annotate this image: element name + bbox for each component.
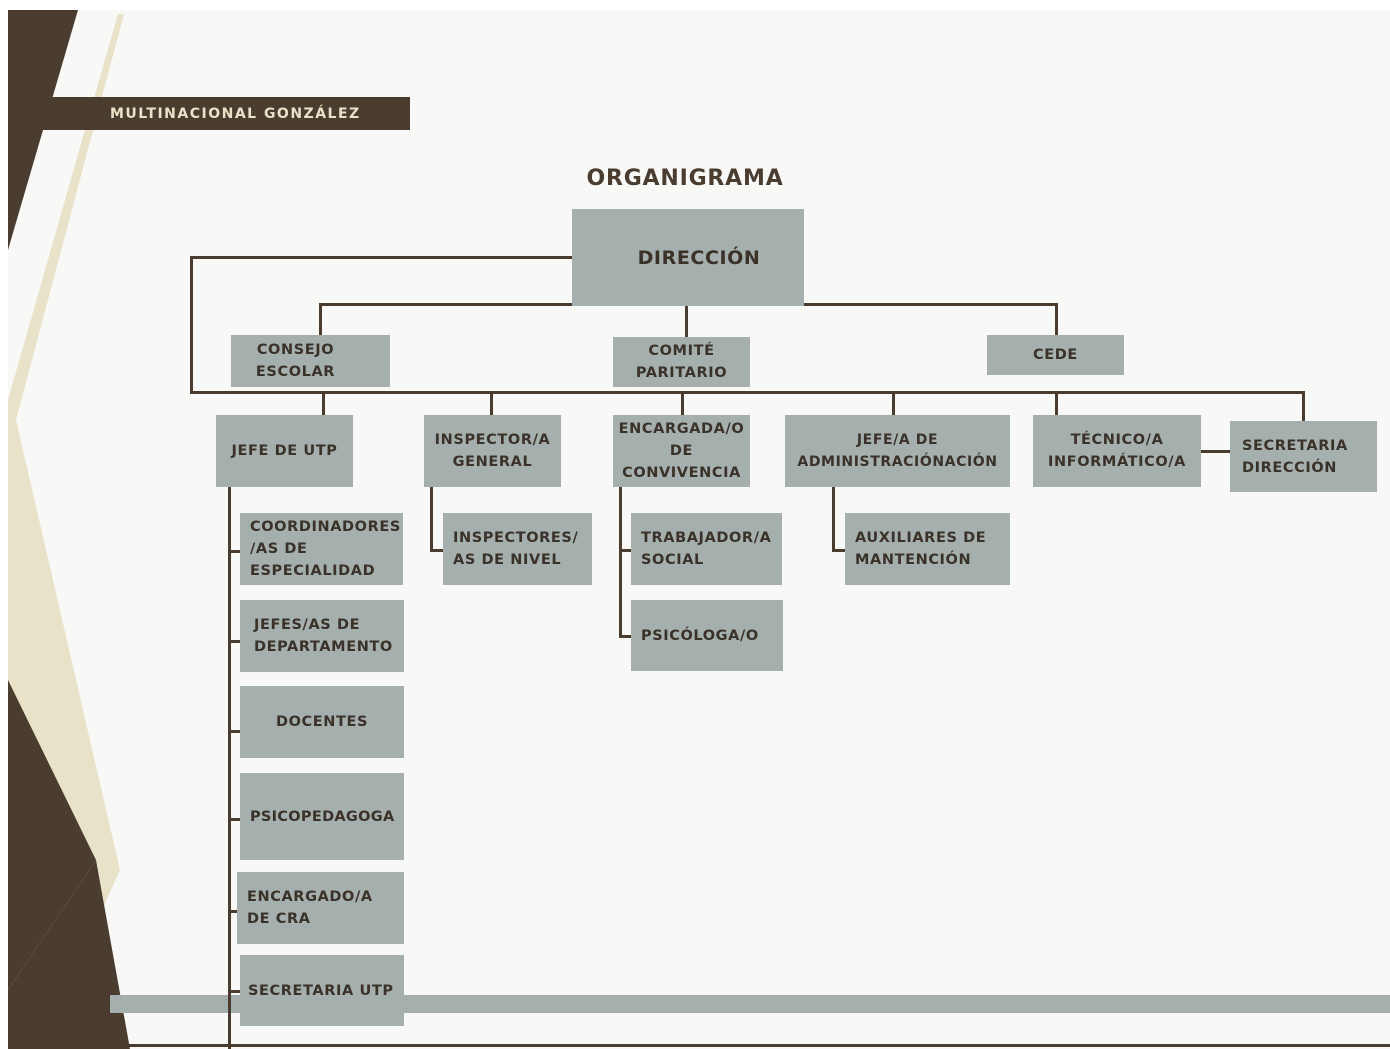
connector-line [228,818,240,821]
connector-line [228,640,240,643]
connector-line [322,391,325,415]
connector-line [685,303,688,337]
connector-line [1055,303,1058,335]
node-consejo-escolar: CONSEJO ESCOLAR [231,335,390,387]
node-label: AUXILIARES DE MANTENCIÓN [855,530,987,568]
node-label: JEFES/AS DE DEPARTAMENTO [254,617,393,655]
node-tecnico-informatico: TÉCNICO/A INFORMÁTICO/A [1033,415,1201,487]
connector-line [319,303,322,335]
node-label: ENCARGADA/O DE CONVIVENCIA [618,421,745,481]
node-label: SECRETARIA DIRECCIÓN [1242,437,1348,476]
node-encargada-convivencia: ENCARGADA/O DE CONVIVENCIA [613,415,750,487]
node-direccion: DIRECCIÓN [572,209,804,306]
connector-line [190,256,193,394]
node-label: ENCARGADO/A DE CRA [247,889,373,927]
connector-line [228,550,240,553]
connector-line [190,391,1305,394]
connector-line [228,486,231,1049]
bottom-band [110,995,1390,1013]
connector-line [490,391,493,415]
connector-line [228,990,240,993]
node-trabajador-social: TRABAJADOR/A SOCIAL [631,513,782,585]
connector-line [1200,450,1230,453]
node-jefe-administracion: JEFE/A DE ADMINISTRACIÓNACIÓN [785,415,1010,487]
node-label: CEDE [1033,347,1078,363]
node-label: SECRETARIA UTP [248,982,394,999]
connector-line [430,486,433,552]
node-jefes-departamento: JEFES/AS DE DEPARTAMENTO [240,600,404,672]
connector-line [619,486,622,638]
node-label: COMITÉ PARITARIO [635,343,728,381]
node-label: DIRECCIÓN [637,246,761,269]
node-psicologa: PSICÓLOGA/O [631,600,783,671]
node-docentes: DOCENTES [240,686,404,758]
node-inspector-general: INSPECTOR/A GENERAL [424,415,561,487]
node-psicopedagoga: PSICOPEDAGOGA [240,773,404,860]
node-label: TÉCNICO/A INFORMÁTICO/A [1047,432,1187,470]
node-label: INSPECTOR/A GENERAL [434,432,551,470]
dark-stripe-corner [8,860,130,1049]
brand-name: MULTINACIONAL GONZÁLEZ [110,105,361,122]
connector-line [228,730,240,733]
connector-line [832,549,845,552]
dark-stripe-top [8,10,78,250]
connector-line [619,549,631,552]
node-secretaria-direccion: SECRETARIA DIRECCIÓN [1230,421,1377,492]
brand-banner: MULTINACIONAL GONZÁLEZ [30,97,410,130]
node-label: PSICÓLOGA/O [641,627,759,644]
bottom-rule [110,1044,1390,1047]
connector-line [832,486,835,552]
connector-line [1055,391,1058,415]
page-title: ORGANIGRAMA [586,166,784,191]
node-label: JEFE DE UTP [231,443,338,459]
node-cede: CEDE [987,335,1124,375]
node-label: TRABAJADOR/A SOCIAL [641,530,772,568]
connector-line [1302,391,1305,421]
node-label: COORDINADORES /AS DE ESPECIALIDAD [250,519,401,579]
connector-line [681,391,684,415]
connector-line [619,635,631,638]
connector-line [892,391,895,415]
node-auxiliares: AUXILIARES DE MANTENCIÓN [845,513,1010,585]
connector-line [190,256,572,259]
node-label: PSICOPEDAGOGA [250,808,395,825]
node-label: CONSEJO ESCOLAR [255,342,336,380]
connector-line [228,910,238,913]
node-secretaria-utp: SECRETARIA UTP [240,955,404,1026]
node-comite-paritario: COMITÉ PARITARIO [613,337,750,387]
node-label: INSPECTORES/ AS DE NIVEL [453,530,579,568]
node-inspectores-nivel: INSPECTORES/ AS DE NIVEL [443,513,592,585]
dark-stripe-bottom [8,680,96,990]
node-label: JEFE/A DE ADMINISTRACIÓNACIÓN [797,432,998,470]
node-jefe-utp: JEFE DE UTP [216,415,353,487]
node-coordinadores: COORDINADORES /AS DE ESPECIALIDAD [240,513,403,585]
node-label: DOCENTES [275,714,369,730]
node-encargado-cra: ENCARGADO/A DE CRA [237,872,404,944]
connector-line [430,549,443,552]
